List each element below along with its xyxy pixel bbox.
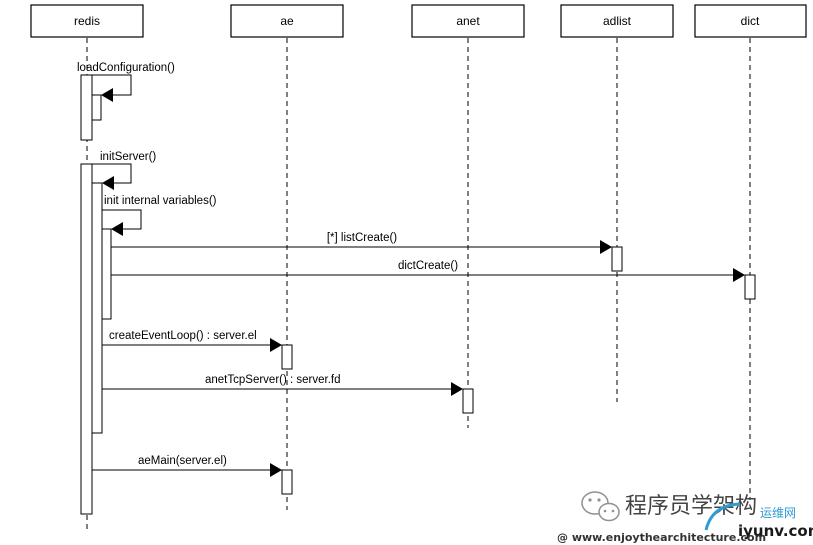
message-label: createEventLoop() : server.el [109,330,257,342]
watermark-title: 程序员学架构 [625,494,757,519]
arrowhead [733,268,745,282]
message-label: loadConfiguration() [77,62,175,74]
activation-redis-load-self [91,94,102,121]
activation-ae-main [281,469,293,495]
participant-anet: anet [411,4,525,38]
arrowhead [270,463,282,477]
arrowhead [270,338,282,352]
arrowhead [102,176,114,190]
participant-label: redis [74,14,100,28]
message-label: aeMain(server.el) [138,455,227,467]
message-initInternal: init internal variables() [102,195,217,236]
wechat-icon [581,491,620,522]
watermark-site: iyunv.com [738,522,813,540]
participant-dict: dict [694,4,807,38]
iyunv-logo: 运维网 iyunv.com [704,502,813,540]
watermark: 程序员学架构 运维网 iyunv.com @ www.enjoythearchi… [557,491,813,544]
participant-label: anet [456,14,480,28]
message-anetTcpServer: anetTcpServer() : server.fd [102,374,463,396]
participant-label: adlist [603,14,632,28]
participant-label: dict [741,14,760,28]
message-label: anetTcpServer() : server.fd [205,374,341,386]
message-label: initServer() [100,151,156,163]
activation-redis-load [80,74,93,141]
message-label: init internal variables() [104,195,217,207]
message-createEventLoop: createEventLoop() : server.el [102,330,282,352]
activations [80,74,756,515]
activation-redis-main [80,163,93,515]
arrowhead [600,240,612,254]
activation-ae-eventloop [281,344,293,370]
message-initServer: initServer() [92,151,156,190]
participant-adlist: adlist [560,4,674,38]
arrowhead [451,382,463,396]
activation-redis-initserver [91,182,103,434]
arrowhead [101,88,113,102]
message-label: [*] listCreate() [327,232,397,244]
activation-dict [744,274,756,300]
watermark-url: @ www.enjoythearchitecture.com [557,531,766,544]
participant-label: ae [280,14,294,28]
activation-redis-initinternal [101,228,112,320]
arrowhead [111,222,123,236]
activation-anet [462,388,474,414]
message-listCreate: [*] listCreate() [111,232,612,254]
message-dictCreate: dictCreate() [111,260,745,282]
participant-ae: ae [230,4,344,38]
message-loadConfiguration: loadConfiguration() [77,62,175,102]
participant-redis: redis [30,4,144,38]
watermark-site-cn: 运维网 [760,506,796,520]
message-aeMain: aeMain(server.el) [92,455,282,477]
message-label: dictCreate() [398,260,458,272]
activation-adlist [611,246,623,272]
